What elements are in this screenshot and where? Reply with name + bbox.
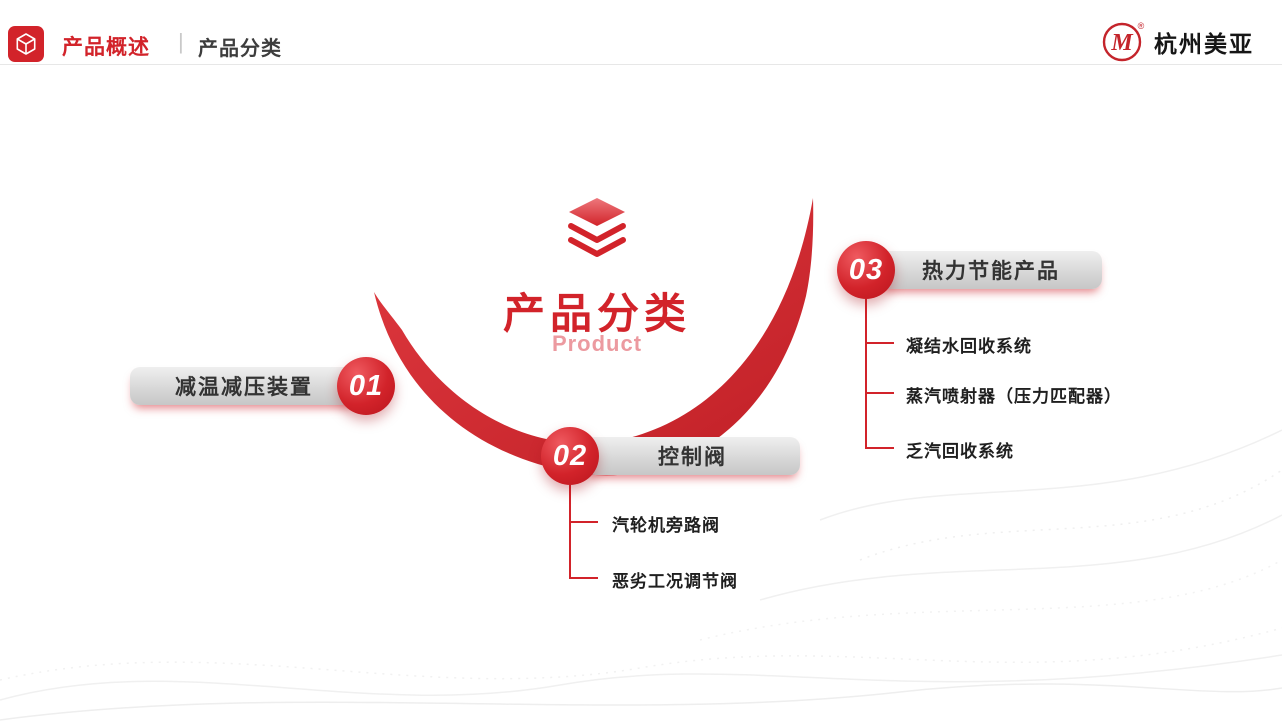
box-cube-icon xyxy=(8,26,44,62)
branch-badge-03: 03 xyxy=(837,241,895,299)
connector-line-02 xyxy=(569,485,571,579)
connector-tick xyxy=(866,447,894,449)
branch-number-03: 03 xyxy=(848,253,884,286)
connector-line-03 xyxy=(865,299,867,449)
branch-label-02-text: 控制阀 xyxy=(658,446,727,469)
meiya-m-logo-icon: M ® xyxy=(1102,21,1145,62)
branch-label-01-text: 减温减压装置 xyxy=(175,376,313,399)
svg-text:®: ® xyxy=(1138,21,1145,31)
branch-number-02: 02 xyxy=(552,439,588,472)
connector-tick xyxy=(570,521,598,523)
branch-number-01: 01 xyxy=(348,369,384,402)
connector-tick xyxy=(570,577,598,579)
breadcrumb-divider: | xyxy=(178,29,184,54)
branch-item: 凝结水回收系统 xyxy=(906,337,1032,356)
header-bar: 产品概述 | 产品分类 M ® 杭州美亚 xyxy=(0,0,1282,65)
branch-badge-01: 01 xyxy=(337,357,395,415)
branch-label-02: 控制阀 xyxy=(585,437,800,475)
brand-lockup: M ® 杭州美亚 xyxy=(1100,19,1254,65)
branch-item: 汽轮机旁路阀 xyxy=(612,516,720,535)
branch-item: 蒸汽喷射器（压力匹配器） xyxy=(906,387,1122,406)
connector-tick xyxy=(866,392,894,394)
branch-badge-02: 02 xyxy=(541,427,599,485)
svg-text:M: M xyxy=(1110,30,1134,56)
breadcrumb-primary: 产品概述 xyxy=(62,36,150,59)
branch-label-01: 减温减压装置 xyxy=(130,367,358,405)
branch-label-03-text: 热力节能产品 xyxy=(922,260,1060,283)
branch-item: 乏汽回收系统 xyxy=(906,442,1014,461)
branch-item: 恶劣工况调节阀 xyxy=(612,572,738,591)
stacked-diamond-layers-icon xyxy=(568,198,626,257)
header-divider-line xyxy=(0,64,1282,65)
connector-tick xyxy=(866,342,894,344)
breadcrumb-secondary: 产品分类 xyxy=(198,38,282,60)
branch-label-03: 热力节能产品 xyxy=(880,251,1102,289)
page-subtitle: Product xyxy=(551,331,643,356)
brand-name: 杭州美亚 xyxy=(1154,31,1254,57)
